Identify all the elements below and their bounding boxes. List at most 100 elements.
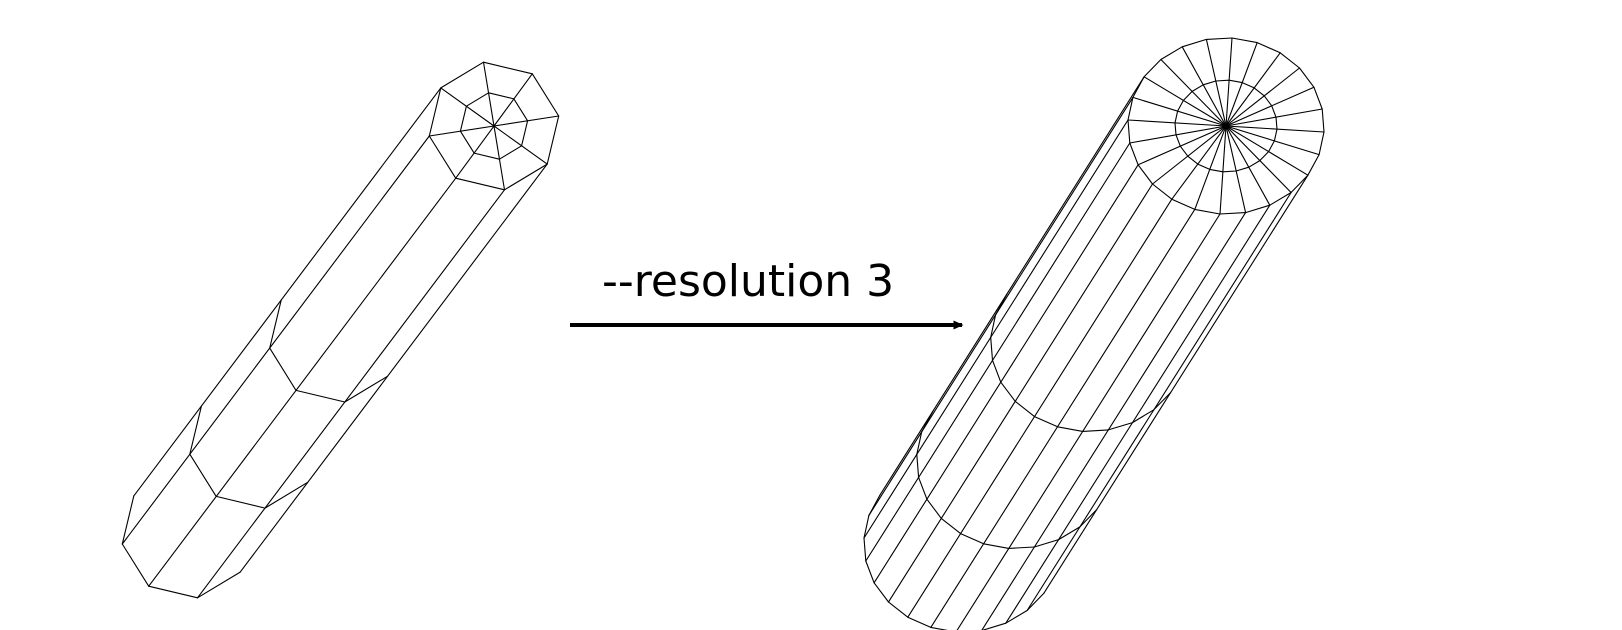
side-edge (873, 164, 1139, 584)
side-edge (981, 212, 1247, 630)
bottom-edge (873, 582, 890, 603)
section-ring (1058, 526, 1081, 541)
side-edge (1043, 174, 1309, 594)
cap-spoke (1143, 76, 1227, 127)
cap-spoke (493, 125, 506, 191)
bottom-edge (1005, 609, 1028, 624)
cap-spoke (455, 125, 495, 179)
bottom-edge (865, 560, 875, 584)
section-ring (1000, 381, 1016, 402)
cap-spoke (1205, 38, 1227, 127)
section-ring (990, 314, 997, 338)
cap-spoke (1127, 119, 1227, 127)
section-ring (1033, 539, 1060, 548)
section-ring (990, 336, 994, 361)
cap-spoke (1225, 125, 1320, 156)
side-edge (196, 189, 506, 599)
resolution-label: --resolution 3 (602, 256, 895, 307)
cap-spoke (428, 125, 495, 137)
cap-spoke (1129, 125, 1227, 144)
cap-spoke (1225, 86, 1315, 127)
section-ring (918, 476, 928, 500)
side-edge (956, 213, 1221, 630)
section-ring (940, 517, 962, 535)
section-ring (269, 347, 297, 391)
section-ring (1107, 422, 1134, 431)
cap-spoke (1225, 125, 1292, 194)
cap-spoke (1225, 37, 1233, 127)
side-edge (907, 198, 1173, 618)
cap-spoke (1225, 125, 1247, 214)
cap-spoke (482, 61, 495, 127)
section-ring (995, 293, 1008, 316)
cap-spoke (1132, 96, 1227, 127)
bottom-edge (148, 585, 199, 599)
bottom-edge (863, 514, 870, 539)
cap-spoke (493, 115, 560, 127)
section-ring (1153, 392, 1172, 411)
side-edge (879, 76, 1145, 496)
cap-spoke (1151, 125, 1227, 185)
section-ring (1079, 509, 1098, 528)
cap-spoke (493, 73, 533, 127)
section-ring (921, 410, 934, 433)
section-ring (189, 405, 202, 455)
bottom-edge (1026, 592, 1045, 612)
bottom-edge (887, 601, 909, 618)
section-ring (991, 359, 1002, 383)
side-edge (930, 208, 1196, 628)
section-ring (983, 543, 1010, 549)
section-ring (926, 498, 942, 519)
section-ring (1131, 409, 1155, 424)
bottom-edge (907, 616, 932, 628)
side-edge (887, 183, 1154, 603)
section-ring (344, 375, 389, 403)
section-ring (1014, 400, 1036, 418)
section-ring (269, 299, 282, 349)
cap-spoke (1225, 42, 1258, 127)
side-edge (239, 163, 548, 573)
section-ring (189, 453, 217, 497)
section-ring (1033, 416, 1059, 428)
section-ring (916, 453, 920, 478)
cap-spoke (1137, 125, 1227, 166)
section-ring (1082, 429, 1109, 432)
low-resolution-cylinder-mesh (121, 61, 560, 599)
cap-spoke (1225, 108, 1323, 127)
bottom-edge (981, 622, 1007, 630)
cap-spoke (1219, 125, 1227, 215)
cap-spoke (1171, 125, 1227, 200)
side-edge (1005, 204, 1271, 624)
high-resolution-cylinder-mesh (863, 37, 1325, 630)
cap-spoke (440, 87, 495, 127)
cap-spoke (1225, 125, 1271, 206)
cap-spoke (1225, 67, 1301, 127)
bottom-edge (863, 537, 867, 562)
side-edge (148, 177, 457, 587)
side-edge (121, 135, 430, 545)
cap-spoke (1225, 125, 1309, 176)
section-ring (295, 389, 346, 403)
bottom-edge (121, 495, 135, 545)
section-ring (916, 431, 923, 455)
cap-spoke (1225, 52, 1281, 127)
bottom-edge (121, 543, 150, 587)
section-ring (960, 533, 985, 545)
bottom-edge (868, 494, 881, 516)
side-edge (133, 87, 442, 497)
section-ring (1008, 546, 1035, 549)
section-ring (215, 495, 266, 509)
bottom-edge (196, 571, 241, 599)
side-edge (1026, 191, 1292, 612)
cap-spoke (493, 125, 548, 165)
cap-spoke (1194, 125, 1227, 210)
cap-spoke (1181, 46, 1227, 127)
section-ring (264, 481, 309, 509)
side-edge (868, 96, 1134, 516)
side-edge (865, 142, 1131, 562)
side-edge (863, 119, 1129, 539)
cap-spoke (1160, 58, 1227, 127)
cap-spoke (1225, 125, 1325, 133)
